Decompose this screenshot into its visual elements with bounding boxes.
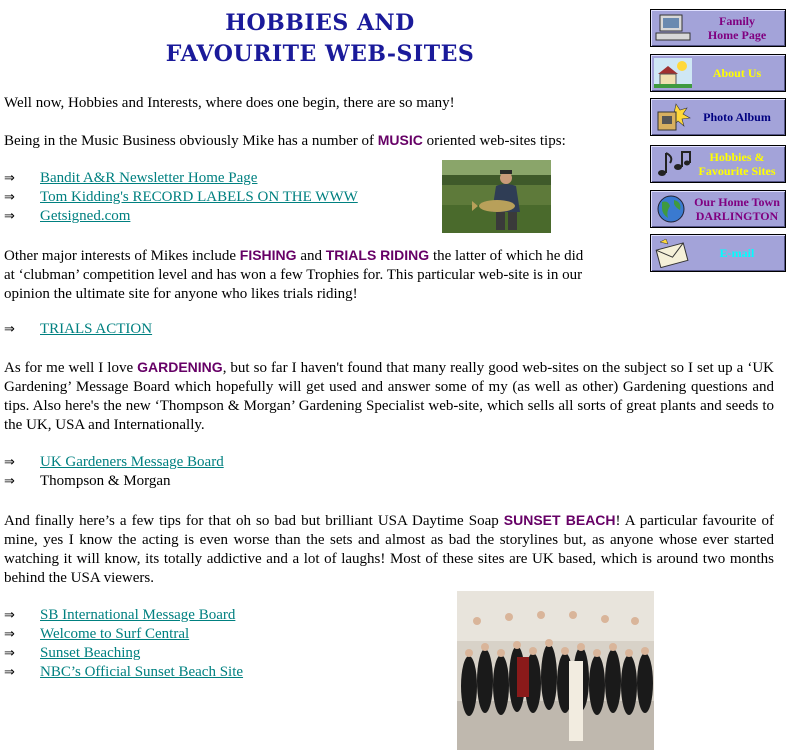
link-getsigned[interactable]: Getsigned.com [40,208,131,224]
nav-label: Hobbies &Favourite Sites [698,150,776,178]
nav-label: E-mail [719,246,755,260]
envelope-icon [654,238,692,269]
arrow-icon: ⇒ [4,322,15,337]
camera-icon [654,102,692,132]
list-item: ⇒ UK Gardeners Message Board [4,453,224,472]
fishing-text-2: and [296,248,326,264]
link-sunset-beaching[interactable]: Sunset Beaching [40,645,141,661]
globe-icon [654,194,692,224]
list-item: ⇒ Welcome to Surf Central [4,625,189,644]
music-text-post: oriented web-sites tips: [422,133,566,149]
fishing-highlight: FISHING [239,247,297,263]
title-line-1: HOBBIES AND [225,10,415,36]
nav-photo-album-button[interactable]: Photo Album [650,98,786,136]
cast-photo [457,591,654,750]
page-title: HOBBIES AND FAVOURITE WEB-SITES [120,8,520,70]
fishing-text-1: Other major interests of Mikes include [4,248,240,264]
link-trials-action[interactable]: TRIALS ACTION [40,321,153,337]
house-icon [654,58,692,88]
list-item: ⇒ SB International Message Board [4,606,235,625]
arrow-icon: ⇒ [4,209,15,224]
nav-about-us-button[interactable]: About Us [650,54,786,92]
link-surf-central[interactable]: Welcome to Surf Central [40,626,190,642]
fishing-photo [442,160,551,233]
nav-label: About Us [712,66,762,80]
gardening-text-2: , but so far I haven't found that many r… [4,360,774,433]
list-item: ⇒ Tom Kidding's RECORD LABELS ON THE WWW [4,188,358,207]
list-item: ⇒ Thompson & Morgan [4,472,171,491]
link-bandit[interactable]: Bandit A&R Newsletter Home Page [40,170,258,186]
trials-highlight: TRIALS RIDING [325,247,430,263]
music-notes-icon [654,149,692,179]
list-item: ⇒ NBC’s Official Sunset Beach Site [4,663,243,682]
arrow-icon: ⇒ [4,474,15,489]
arrow-icon: ⇒ [4,455,15,470]
fishing-paragraph: Other major interests of Mikes include F… [4,246,590,304]
title-line-2: FAVOURITE WEB-SITES [165,41,475,67]
computer-icon [654,13,692,43]
thompson-morgan-text: Thompson & Morgan [40,473,171,489]
list-item: ⇒ TRIALS ACTION [4,320,152,339]
arrow-icon: ⇒ [4,190,15,205]
fishing-text-3: the latter of which he did at ‘clubman’ … [4,248,584,302]
arrow-icon: ⇒ [4,646,15,661]
list-item: ⇒ Sunset Beaching [4,644,140,663]
nav-hobbies-button[interactable]: Hobbies &Favourite Sites [650,145,786,183]
link-record-labels[interactable]: Tom Kidding's RECORD LABELS ON THE WWW [40,189,358,205]
nav-email-button[interactable]: E-mail [650,234,786,272]
intro-paragraph: Well now, Hobbies and Interests, where d… [4,95,455,111]
arrow-icon: ⇒ [4,608,15,623]
link-uk-gardeners[interactable]: UK Gardeners Message Board [40,454,224,470]
sunset-text-1: And finally here’s a few tips for that o… [4,513,504,529]
list-item: ⇒ Bandit A&R Newsletter Home Page [4,169,257,188]
music-text-pre: Being in the Music Business obviously Mi… [4,133,378,149]
sunset-paragraph: And finally here’s a few tips for that o… [4,511,774,588]
music-paragraph: Being in the Music Business obviously Mi… [4,131,634,151]
sunset-text-2: ! A particular favourite of mine, yes I … [4,513,774,586]
sunset-highlight: SUNSET BEACH [503,512,616,528]
gardening-text-1: As for me well I love [4,360,138,376]
nav-label: Photo Album [703,110,771,124]
music-highlight: MUSIC [377,132,423,148]
link-nbc-sunset-beach[interactable]: NBC’s Official Sunset Beach Site [40,664,244,680]
list-item: ⇒ Getsigned.com [4,207,130,226]
gardening-highlight: GARDENING [137,359,223,375]
gardening-paragraph: As for me well I love GARDENING, but so … [4,358,774,435]
arrow-icon: ⇒ [4,665,15,680]
arrow-icon: ⇒ [4,171,15,186]
link-sb-international[interactable]: SB International Message Board [40,607,236,623]
arrow-icon: ⇒ [4,627,15,642]
